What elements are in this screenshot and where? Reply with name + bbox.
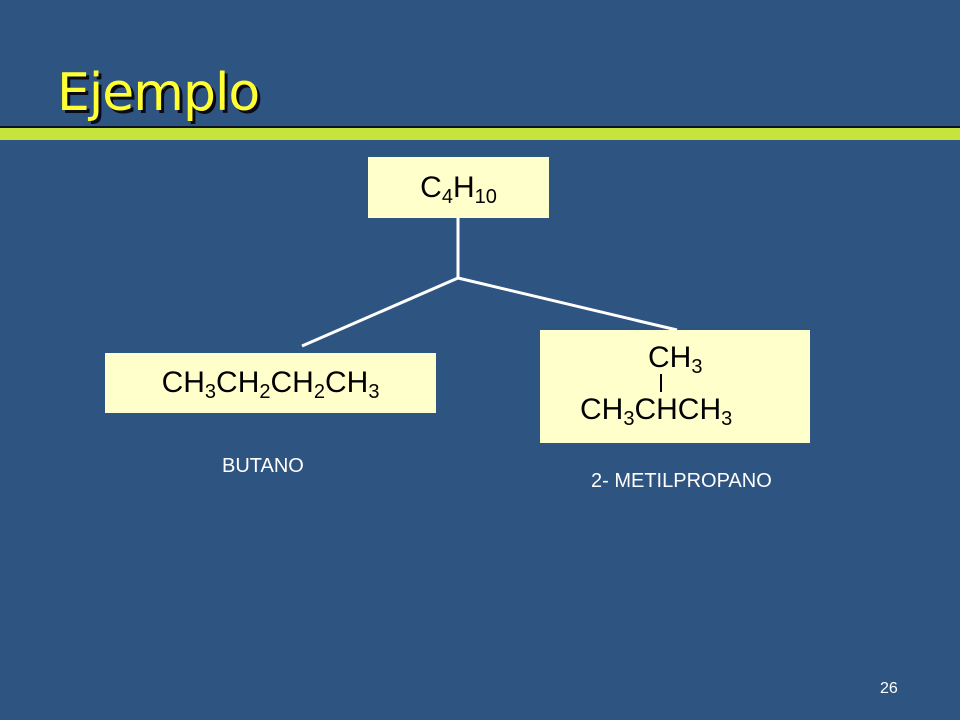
formula-subscript: 2 — [259, 381, 271, 403]
caption-butano: BUTANO — [222, 455, 304, 477]
formula-subscript: 3 — [623, 408, 635, 430]
formula-subscript: 4 — [441, 186, 453, 208]
formula-methyl-branch: CH3 — [648, 338, 702, 378]
formula-atoms: C — [420, 171, 442, 204]
formula-box-butane: CH3CH2CH2CH3 — [105, 353, 436, 413]
formula-subscript: 3 — [368, 381, 380, 403]
formula-c4h10: C4H10 — [420, 171, 497, 207]
slide-number: 26 — [880, 680, 898, 697]
formula-atoms: CHCH — [634, 393, 722, 426]
formula-atoms: H — [452, 171, 475, 204]
formula-subscript: 2 — [313, 381, 325, 403]
formula-atoms: CH — [580, 393, 624, 426]
formula-subscript: 10 — [474, 186, 497, 208]
formula-box-c4h10: C4H10 — [368, 157, 549, 218]
formula-atoms: CH — [161, 366, 205, 399]
title-underline-bar — [0, 126, 960, 140]
formula-atoms: CH — [270, 366, 314, 399]
caption-2-metilpropano: 2- METILPROPANO — [591, 470, 772, 492]
connector-to-methylpropane — [457, 276, 678, 332]
formula-propane-chain: CH3CHCH3 — [580, 388, 732, 432]
formula-subscript: 3 — [721, 408, 733, 430]
formula-box-2-methylpropane: CH3 CH3CHCH3 — [540, 330, 810, 443]
slide-title: Ejemplo — [57, 63, 260, 123]
branch-bond-line — [660, 374, 662, 392]
formula-subscript: 3 — [691, 356, 703, 378]
formula-butane: CH3CH2CH2CH3 — [161, 366, 380, 402]
formula-atoms: CH — [324, 366, 369, 399]
connector-to-butane — [301, 276, 459, 348]
formula-subscript: 3 — [204, 381, 217, 403]
formula-atoms: CH — [216, 366, 260, 399]
formula-atoms: CH — [648, 341, 692, 374]
